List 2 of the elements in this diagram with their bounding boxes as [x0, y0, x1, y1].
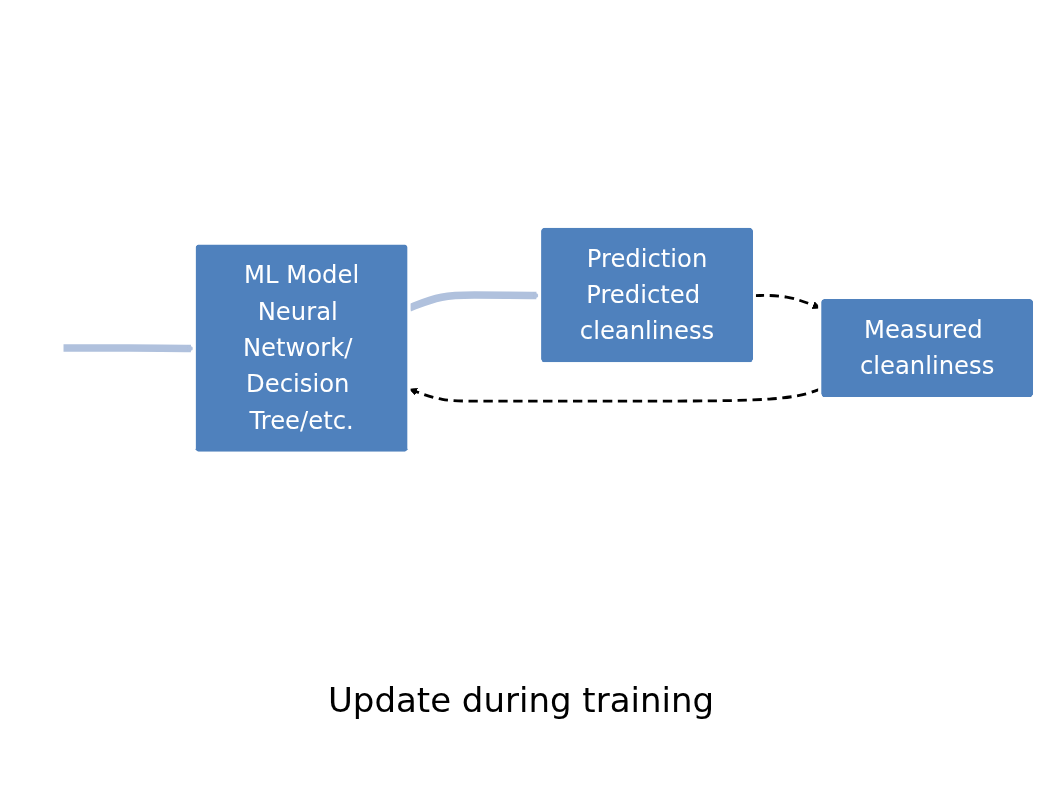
arrow [408, 291, 541, 312]
note-text: Update during training [327, 680, 715, 720]
